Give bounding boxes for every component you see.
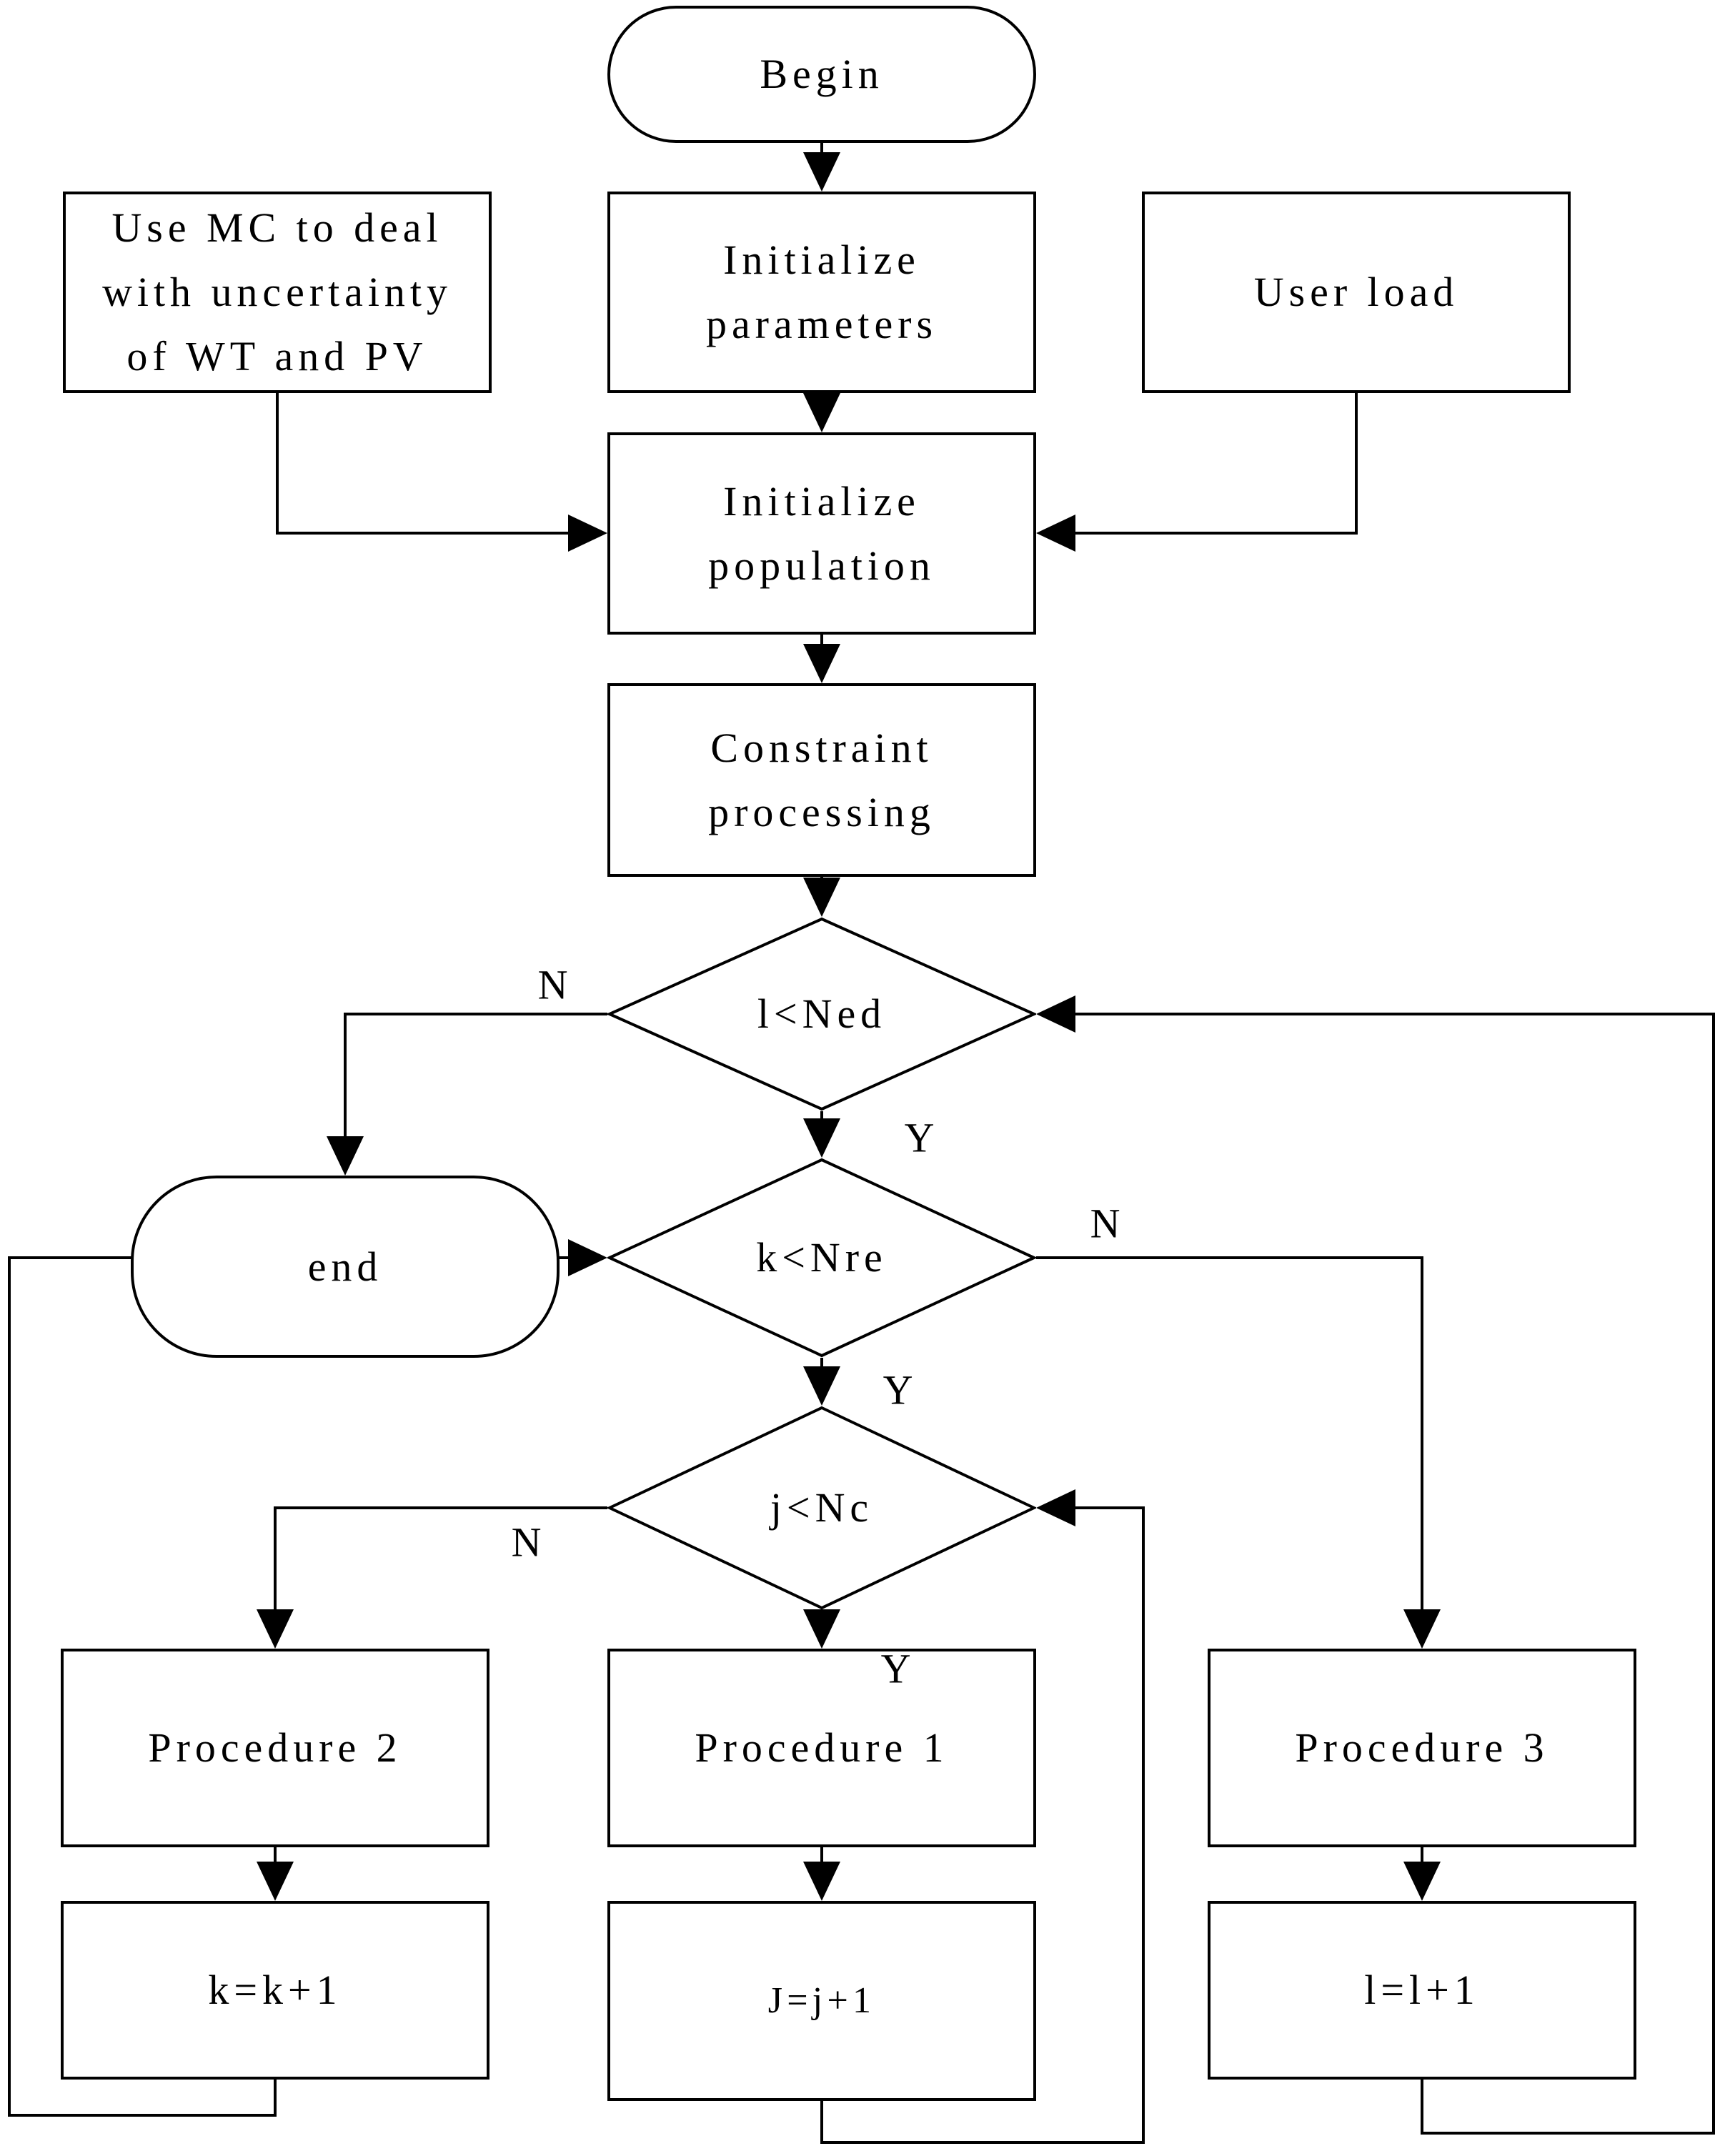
node-initialize-population: Initialize population — [607, 432, 1036, 635]
edge-label-nre-yes: Y — [883, 1366, 915, 1414]
node-j-increment-label: J=j+1 — [767, 1979, 876, 2021]
edge-label-nc-yes: Y — [880, 1645, 913, 1692]
node-decision-k-nre: k<Nre — [607, 1158, 1036, 1358]
edge-jinc-loop-to-nc — [820, 1506, 1145, 2144]
node-begin: Begin — [607, 6, 1036, 143]
arrowhead-down-icon — [1403, 1609, 1441, 1649]
node-procedure-1: Procedure 1 — [607, 1649, 1036, 1847]
node-k-increment: k=k+1 — [61, 1901, 489, 2080]
edge-linc-loop-to-ned — [1042, 1013, 1715, 2135]
diamond-shape — [607, 1406, 1036, 1610]
node-end: end — [131, 1176, 560, 1358]
edge-nc-no-to-proc2 — [274, 1506, 607, 1644]
node-decision-l-ned-label: l<Ned — [757, 990, 887, 1038]
node-user-load-label: User load — [1253, 269, 1459, 316]
arrowhead-down-icon — [257, 1862, 294, 1901]
node-use-mc-label: Use MC to deal with uncertainty of WT an… — [102, 204, 452, 379]
edge-label-nc-no: N — [511, 1519, 544, 1566]
node-decision-k-nre-label: k<Nre — [756, 1234, 888, 1281]
arrowhead-down-icon — [803, 152, 840, 192]
node-initialize-population-label: Initialize population — [708, 477, 935, 589]
node-l-increment: l=l+1 — [1208, 1901, 1636, 2080]
arrowhead-left-icon — [1036, 515, 1075, 552]
node-decision-l-ned: l<Ned — [607, 917, 1036, 1111]
diamond-shape — [607, 917, 1036, 1111]
arrowhead-down-icon — [803, 1609, 840, 1649]
node-k-increment-label: k=k+1 — [208, 1967, 342, 2014]
node-procedure-1-label: Procedure 1 — [695, 1724, 949, 1772]
node-procedure-3-label: Procedure 3 — [1295, 1724, 1549, 1772]
node-end-label: end — [307, 1243, 383, 1290]
edge-use-mc-to-init-pop — [276, 393, 602, 535]
arrowhead-down-icon — [803, 1118, 840, 1158]
node-constraint-processing-label: Constraint processing — [708, 724, 935, 835]
arrowhead-down-icon — [1403, 1862, 1441, 1901]
node-begin-label: Begin — [760, 51, 884, 98]
arrowhead-left-icon — [1036, 1489, 1075, 1526]
node-use-mc: Use MC to deal with uncertainty of WT an… — [63, 192, 492, 393]
arrowhead-right-icon — [568, 1239, 607, 1276]
arrowhead-right-icon — [568, 515, 607, 552]
node-user-load: User load — [1142, 192, 1571, 393]
node-j-increment: J=j+1 — [607, 1901, 1036, 2101]
node-initialize-parameters: Initialize parameters — [607, 192, 1036, 393]
edge-nre-no-to-proc3 — [1036, 1256, 1423, 1644]
node-procedure-3: Procedure 3 — [1208, 1649, 1636, 1847]
edge-label-ned-yes: Y — [904, 1114, 937, 1161]
edge-label-nre-no: N — [1090, 1200, 1123, 1247]
node-constraint-processing: Constraint processing — [607, 683, 1036, 877]
arrowhead-down-icon — [803, 393, 840, 432]
arrowhead-down-icon — [803, 1366, 840, 1406]
edge-ned-no-to-end — [344, 1013, 607, 1171]
node-procedure-2: Procedure 2 — [61, 1649, 489, 1847]
node-l-increment-label: l=l+1 — [1364, 1967, 1480, 2014]
arrowhead-down-icon — [327, 1136, 364, 1176]
node-decision-j-nc: j<Nc — [607, 1406, 1036, 1610]
edge-user-load-to-init-pop — [1042, 393, 1358, 535]
edge-label-ned-no: N — [537, 961, 570, 1008]
node-decision-j-nc-label: j<Nc — [770, 1484, 874, 1531]
arrowhead-left-icon — [1036, 995, 1075, 1033]
arrowhead-down-icon — [803, 878, 840, 917]
node-initialize-parameters-label: Initialize parameters — [705, 237, 938, 347]
diamond-shape — [607, 1158, 1036, 1358]
arrowhead-down-icon — [257, 1609, 294, 1649]
arrowhead-down-icon — [803, 644, 840, 683]
node-procedure-2-label: Procedure 2 — [148, 1724, 402, 1772]
arrowhead-down-icon — [803, 1862, 840, 1901]
